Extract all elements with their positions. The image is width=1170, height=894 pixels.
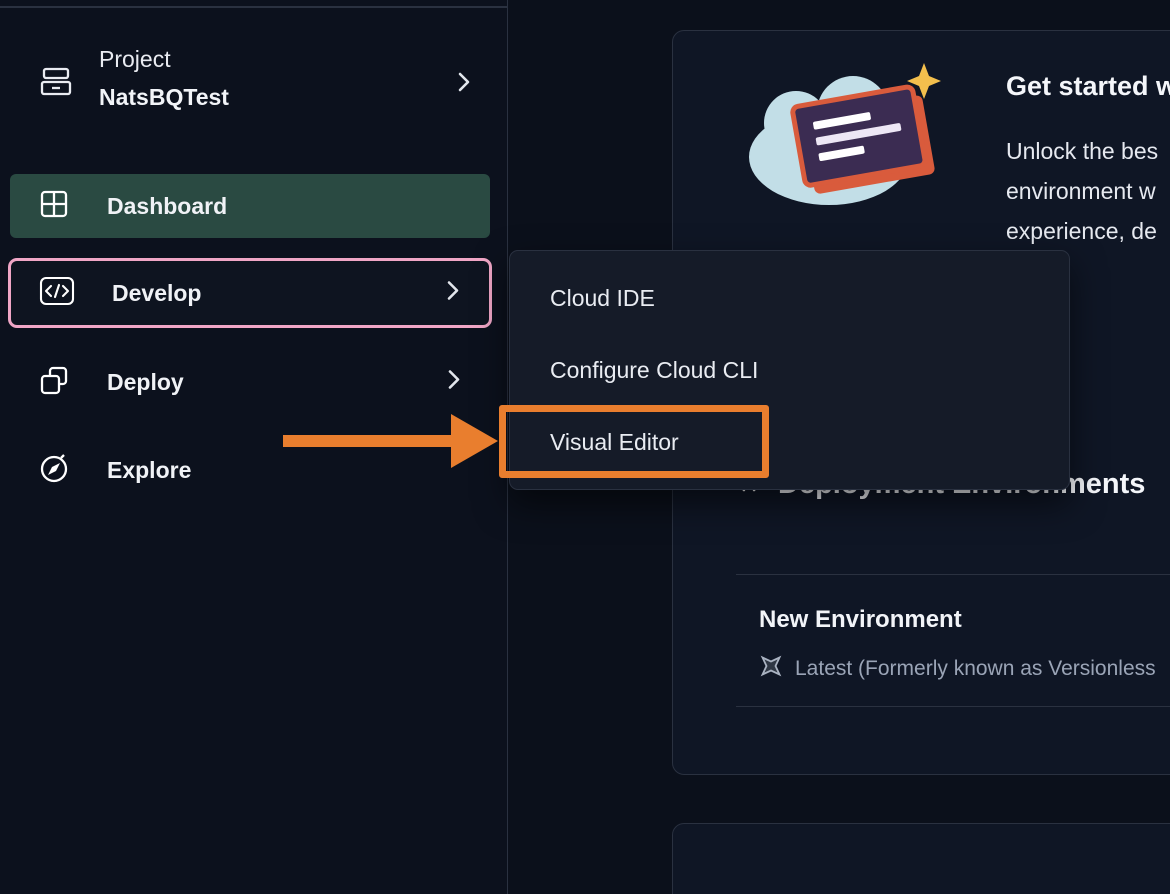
sidebar: Project NatsBQTest Dashboard Develop bbox=[0, 0, 508, 894]
sidebar-item-label: Explore bbox=[107, 456, 192, 483]
new-environment-link[interactable]: New Environment bbox=[759, 606, 962, 633]
explore-compass-icon bbox=[38, 452, 70, 489]
sidebar-item-dashboard[interactable]: Dashboard bbox=[10, 174, 490, 238]
secondary-card bbox=[672, 823, 1170, 894]
sidebar-item-develop[interactable]: Develop bbox=[8, 258, 492, 328]
project-archive-icon bbox=[38, 62, 74, 105]
sidebar-item-explore[interactable]: Explore bbox=[10, 438, 490, 502]
get-started-text: Unlock the bes environment w experience,… bbox=[1006, 138, 1159, 244]
sidebar-item-label: Dashboard bbox=[107, 192, 228, 219]
divider bbox=[736, 706, 1170, 707]
deploy-icon bbox=[38, 364, 70, 401]
project-label: Project bbox=[99, 46, 171, 72]
new-environment-subtitle: Latest (Formerly known as Versionless bbox=[795, 656, 1156, 680]
dashboard-icon bbox=[38, 188, 70, 225]
new-environment-subtitle-row: Latest (Formerly known as Versionless bbox=[758, 653, 1156, 684]
divider bbox=[736, 574, 1170, 575]
sidebar-top-divider bbox=[0, 6, 508, 8]
get-started-title: Get started w bbox=[1006, 71, 1170, 101]
sidebar-item-label: Deploy bbox=[107, 368, 184, 395]
develop-icon bbox=[39, 276, 75, 311]
dbt-versionless-icon bbox=[758, 653, 784, 684]
chevron-right-icon bbox=[446, 368, 462, 397]
develop-flyout-menu: Cloud IDE Configure Cloud CLI Visual Edi… bbox=[509, 250, 1070, 490]
chevron-right-icon bbox=[456, 70, 472, 99]
menu-item-cloud-ide[interactable]: Cloud IDE bbox=[550, 284, 655, 311]
get-started-illustration bbox=[741, 57, 946, 227]
project-selector[interactable]: Project NatsBQTest bbox=[0, 30, 508, 140]
sidebar-item-label: Develop bbox=[112, 279, 202, 306]
sidebar-item-deploy[interactable]: Deploy bbox=[10, 350, 490, 414]
project-name: NatsBQTest bbox=[99, 84, 229, 110]
menu-item-visual-editor[interactable]: Visual Editor bbox=[550, 428, 679, 455]
menu-item-configure-cloud-cli[interactable]: Configure Cloud CLI bbox=[550, 356, 759, 383]
chevron-right-icon bbox=[445, 279, 461, 308]
